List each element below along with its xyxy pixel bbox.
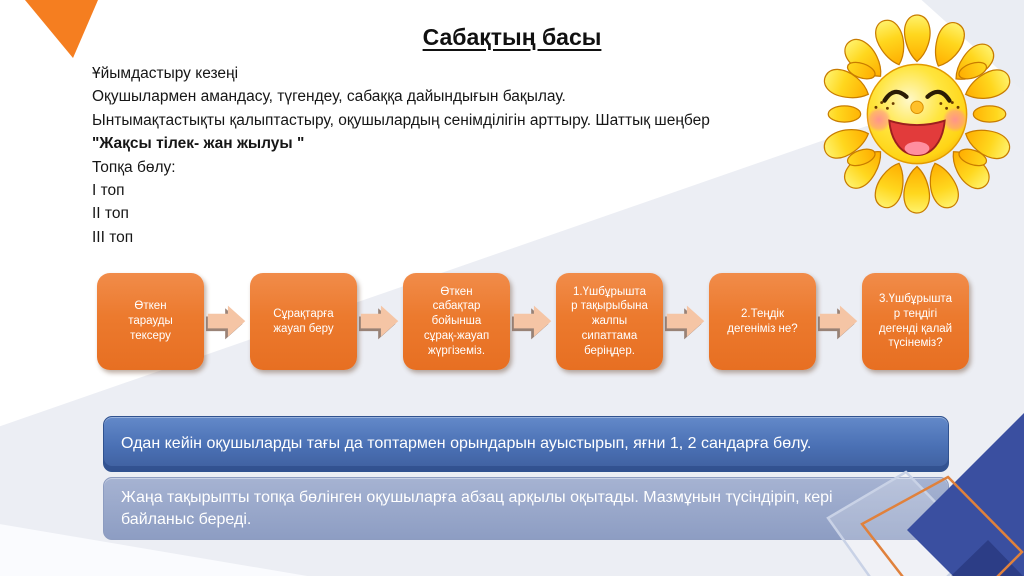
banner-primary-text: Одан кейін оқушыларды тағы да топтармен … (121, 435, 812, 452)
flow-step-3: Өткен сабақтар бойынша сұрақ-жауап жүргі… (403, 273, 510, 370)
flow-arrow-icon (663, 303, 709, 341)
flow-step-label: Өткен сабақтар бойынша сұрақ-жауап жүргі… (423, 285, 490, 357)
slide-title: Сабақтың басы (422, 24, 602, 50)
flow-step-5: 2.Теңдік дегеніміз не? (709, 273, 816, 370)
process-flow: Өткен тарауды тексеру Сұрақтарға жауап б… (97, 273, 969, 370)
intro-line-bold: "Жақсы тілек- жан жылуы " (92, 135, 305, 153)
flow-arrow-icon (204, 303, 250, 341)
flow-step-label: Өткен тарауды тексеру (128, 300, 173, 342)
flow-step-label: 1.Үшбұрышта р тақырыбына жалпы сипаттама… (571, 285, 648, 357)
intro-line: Ұйымдастыру кезеңі (92, 65, 239, 82)
intro-line: Топқа бөлу: (92, 158, 176, 176)
intro-text-block: Ұйымдастыру кезеңі Оқушылармен амандасу,… (92, 62, 710, 249)
banner-secondary: Жаңа тақырыпты топқа бөлінген оқушыларға… (103, 477, 949, 540)
intro-line: ІІІ топ (92, 228, 134, 246)
flow-step-2: Сұрақтарға жауап беру (250, 273, 357, 370)
flow-step-label: Сұрақтарға жауап беру (273, 307, 334, 335)
flow-arrow-icon (510, 303, 556, 341)
sun-icon (819, 14, 1015, 214)
flow-arrow-icon (816, 303, 862, 341)
flow-step-label: 3.Үшбұрышта р теңдігі дегенді қалай түсі… (878, 293, 953, 350)
intro-line: Оқушылармен амандасу, түгендеу, сабаққа … (92, 88, 566, 106)
intro-line: Ынтымақтастықты қалыптастыру, оқушыларды… (92, 111, 710, 129)
intro-line: ІІ топ (92, 205, 129, 223)
intro-line: І топ (92, 182, 125, 200)
flow-step-4: 1.Үшбұрышта р тақырыбына жалпы сипаттама… (556, 273, 663, 370)
flow-arrow-icon (357, 303, 403, 341)
flow-step-label: 2.Теңдік дегеніміз не? (727, 307, 798, 335)
flow-step-1: Өткен тарауды тексеру (97, 273, 204, 370)
flow-step-6: 3.Үшбұрышта р теңдігі дегенді қалай түсі… (862, 273, 969, 370)
banner-secondary-text: Жаңа тақырыпты топқа бөлінген оқушыларға… (121, 489, 833, 528)
banner-primary: Одан кейін оқушыларды тағы да топтармен … (103, 416, 949, 472)
